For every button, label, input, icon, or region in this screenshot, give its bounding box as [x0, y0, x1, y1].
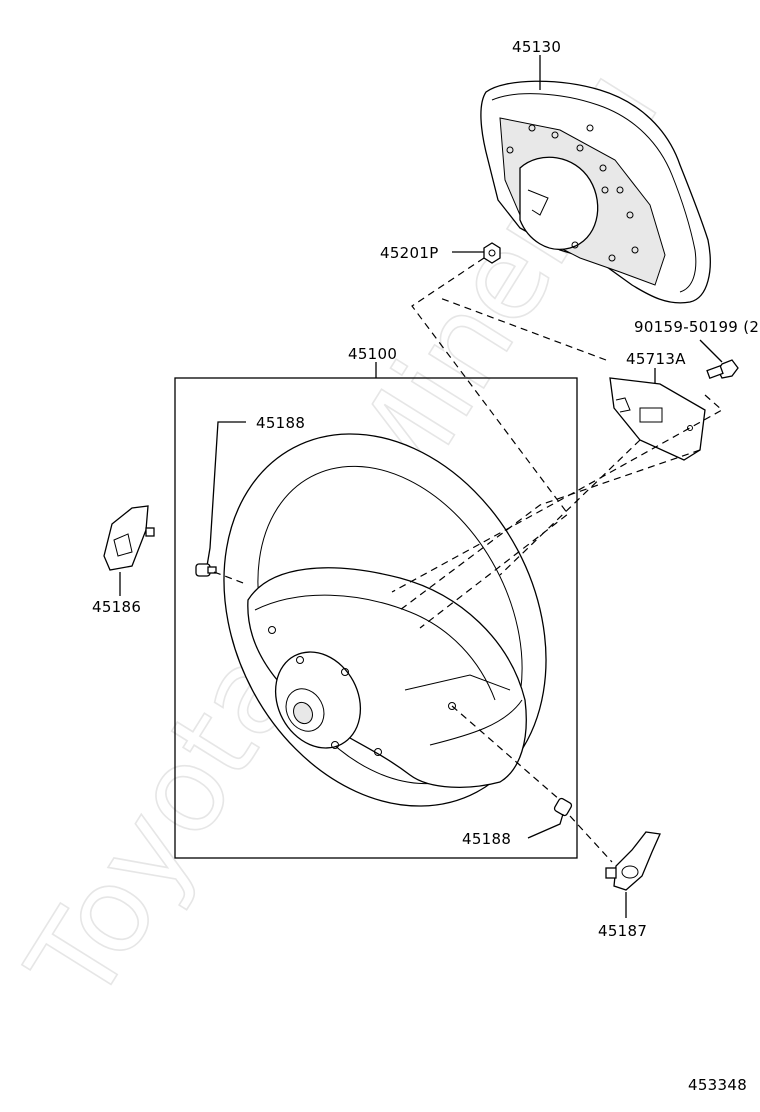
label-45201P: 45201P [380, 244, 439, 262]
part-45187-cover-right[interactable] [605, 831, 661, 891]
label-45188-lower: 45188 [462, 830, 511, 848]
part-45130-cover[interactable] [480, 80, 711, 304]
label-45713A: 45713A [626, 350, 686, 368]
label-45100: 45100 [348, 345, 397, 363]
part-45100-steering-wheel[interactable] [161, 377, 609, 862]
part-45188-screw-lower[interactable] [553, 797, 573, 817]
label-45187: 45187 [598, 922, 647, 940]
label-45130: 45130 [512, 38, 561, 56]
part-45188-screw-upper[interactable] [195, 563, 217, 577]
part-45713A-bracket[interactable] [609, 377, 706, 461]
figure-number: 453348 [688, 1076, 747, 1094]
label-90159-50199: 90159-50199 (2) [634, 318, 760, 336]
part-45201P-nut[interactable] [483, 242, 501, 264]
part-45186-cover-left[interactable] [103, 505, 155, 571]
assembly-leader-lines [213, 257, 724, 863]
label-45186: 45186 [92, 598, 141, 616]
part-90159-50199-bolt[interactable] [706, 359, 739, 379]
label-45188-upper: 45188 [256, 414, 305, 432]
